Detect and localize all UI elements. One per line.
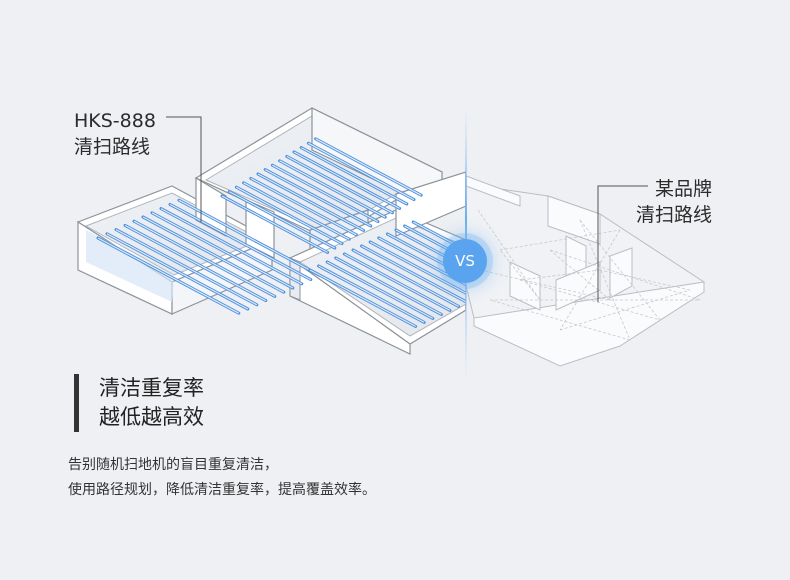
random-path-segment [579,219,631,341]
hks888-floorplan [76,107,466,355]
path-stroke-highlight [378,237,466,286]
random-path-segment [477,209,541,301]
path-stroke-highlight [228,191,336,249]
random-path-segment [599,269,691,291]
path-stroke-highlight [151,212,294,289]
path-stroke-highlight [387,233,466,277]
random-path-segment [519,269,601,281]
path-stroke-highlight [300,147,408,205]
random-path-segment [549,249,611,301]
random-path-segment [579,219,661,321]
path-stroke-highlight [279,160,386,218]
path-stroke-highlight [315,138,422,196]
path-stroke-highlight [115,229,258,306]
headline-line-2: 越低越高效 [99,405,204,429]
path-stroke-highlight [106,233,249,310]
path-stroke-highlight [286,155,393,214]
path-stroke-highlight [97,237,240,314]
vs-badge: VS [443,239,487,283]
random-path-lines [477,209,701,341]
path-stroke-highlight [250,177,357,236]
path-stroke-highlight [361,245,466,303]
path-stroke-highlight [178,199,321,276]
path-stroke-highlight [160,208,303,285]
description-line-1: 告别随机扫地机的盲目重复清洁， [68,457,278,473]
path-stroke-highlight [344,253,451,311]
random-path-segment [479,269,611,301]
planned-path-room-c [308,220,466,328]
hks888-path-label: HKS-888 清扫路线 [74,108,156,160]
room-a [76,185,274,315]
competitor-floorplan [466,175,705,367]
right-label-leader-line [597,185,648,302]
path-stroke-highlight [264,169,372,227]
path-stroke-highlight [169,203,312,281]
path-stroke-highlight [308,142,415,201]
headline: 清洁重复率 越低越高效 [74,374,204,432]
path-stroke-highlight [326,261,434,319]
hks888-model-name: HKS-888 [74,110,156,132]
path-stroke-highlight [309,269,416,327]
path-stroke-highlight [272,164,379,223]
path-stroke-highlight [221,195,328,253]
random-path-segment [489,299,631,341]
path-stroke-highlight [293,151,400,209]
path-stroke-highlight [412,221,466,251]
random-path-segment [499,229,621,251]
description: 告别随机扫地机的盲目重复清洁， 使用路径规划，降低清洁重复率，提高覆盖效率。 [68,453,376,503]
path-stroke-highlight [133,220,276,297]
description-line-2: 使用路径规划，降低清洁重复率，提高覆盖效率。 [68,482,376,498]
competitor-brand-name: 某品牌 [654,178,712,200]
path-stroke-highlight [236,186,343,245]
path-stroke-highlight [318,265,425,323]
random-path-segment [499,249,541,301]
headline-line-1: 清洁重复率 [99,376,204,400]
planned-path-room-a [96,198,322,315]
path-stroke-highlight [352,249,459,307]
left-label-leader-line [166,116,202,222]
competitor-path-label: 某品牌 清扫路线 [636,176,712,228]
random-path-segment [559,229,621,331]
path-stroke-highlight [243,182,350,240]
path-stroke-highlight [335,257,442,315]
path-stroke-highlight [124,224,267,302]
random-path-segment [559,289,691,331]
random-path-segment [549,249,701,301]
planned-path-room-b [220,137,423,254]
hks888-path-caption: 清扫路线 [74,136,151,158]
path-stroke-highlight [257,173,364,231]
path-stroke-highlight [369,241,466,294]
path-stroke-highlight [142,216,285,293]
competitor-path-caption: 清扫路线 [635,204,712,226]
